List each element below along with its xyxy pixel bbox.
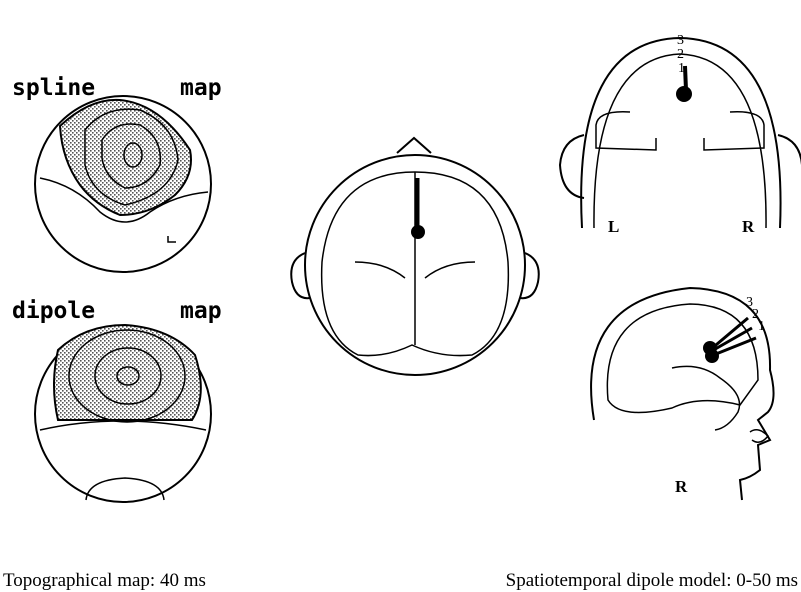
spline-mark — [168, 236, 176, 242]
coronal-head-view: 3 2 1 L R — [560, 33, 801, 236]
coronal-brain-outline — [594, 54, 766, 228]
coronal-right-label: R — [742, 217, 755, 236]
sagittal-brain-outline — [607, 304, 758, 413]
axial-dipole-dot — [411, 225, 425, 239]
spline-positive-region — [60, 100, 191, 215]
spline-map: spline map — [12, 75, 222, 272]
nose — [397, 138, 431, 153]
axial-right-sulcus — [425, 262, 475, 278]
coronal-dipole-label-2: 2 — [677, 47, 684, 62]
sagittal-dipole-dot-2 — [705, 349, 719, 363]
coronal-left-label: L — [608, 217, 619, 236]
coronal-dipole-dot — [676, 86, 692, 102]
coronal-dipole-label-3: 3 — [677, 33, 684, 48]
left-ear — [291, 253, 310, 298]
sagittal-temporal-lobe — [672, 366, 740, 430]
right-ear — [520, 253, 539, 298]
coronal-left-ventricle — [596, 112, 656, 150]
left-caption: Topographical map: 40 ms — [3, 570, 206, 591]
right-caption: Spatiotemporal dipole model: 0-50 ms — [506, 570, 798, 591]
coronal-right-ear — [778, 135, 801, 165]
axial-head-view — [291, 138, 539, 375]
axial-left-sulcus — [355, 262, 405, 278]
coronal-right-ventricle — [704, 112, 764, 150]
dipole-positive-region — [54, 325, 201, 420]
spline-map-label: map — [180, 75, 222, 101]
sagittal-label: R — [675, 477, 688, 496]
dipole-map: dipole map — [12, 298, 222, 502]
sagittal-dipole-label-1: 1 — [758, 319, 765, 334]
spline-label: spline — [12, 75, 95, 101]
dipole-map-label: map — [180, 298, 222, 324]
dipole-label: dipole — [12, 298, 95, 324]
sagittal-head-view: 3 2 1 R — [591, 288, 773, 500]
